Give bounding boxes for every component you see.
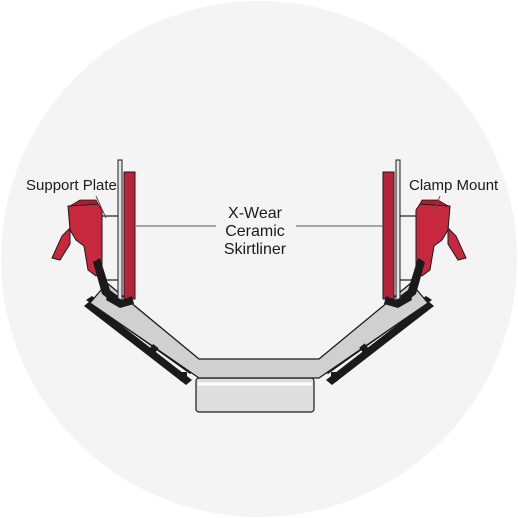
leader-support-plate xyxy=(95,195,107,219)
left-clamp-handle xyxy=(51,226,71,261)
left-bracket xyxy=(147,344,159,356)
left-skirtliner xyxy=(123,171,136,300)
right-skirt-assembly xyxy=(382,159,467,308)
left-clamp-body xyxy=(67,203,103,277)
right-bracket-2 xyxy=(331,372,338,381)
skirtliner-label-line-2: Ceramic xyxy=(225,223,285,240)
left-clamp-top xyxy=(69,199,99,207)
right-seal xyxy=(384,292,412,308)
left-wing-frame-lower xyxy=(84,301,192,385)
left-seal xyxy=(106,292,134,308)
left-bracket-2 xyxy=(180,372,187,381)
right-bracket xyxy=(359,343,371,355)
left-support-plate xyxy=(117,159,123,301)
skirtliner-label-line-1: X-Wear xyxy=(228,205,282,222)
leader-clamp-mount xyxy=(433,195,441,213)
skirtliner-label-line-3: Skirtliner xyxy=(223,241,287,258)
support-plate-label: Support Plate xyxy=(26,177,117,194)
skirtliner-label: X-Wear Ceramic Skirtliner xyxy=(201,205,309,259)
right-support-plate xyxy=(395,159,401,301)
right-clamp-body xyxy=(415,203,451,277)
right-clamp-handle xyxy=(447,226,467,261)
right-wing-frame-lower xyxy=(326,301,434,385)
leader-lines xyxy=(95,195,441,227)
left-skirt-assembly xyxy=(51,159,136,308)
conveyor-trough xyxy=(84,282,434,413)
right-clamp-top xyxy=(419,199,449,207)
clamp-mount-label: Clamp Mount xyxy=(409,177,499,194)
right-skirtliner xyxy=(382,171,395,300)
